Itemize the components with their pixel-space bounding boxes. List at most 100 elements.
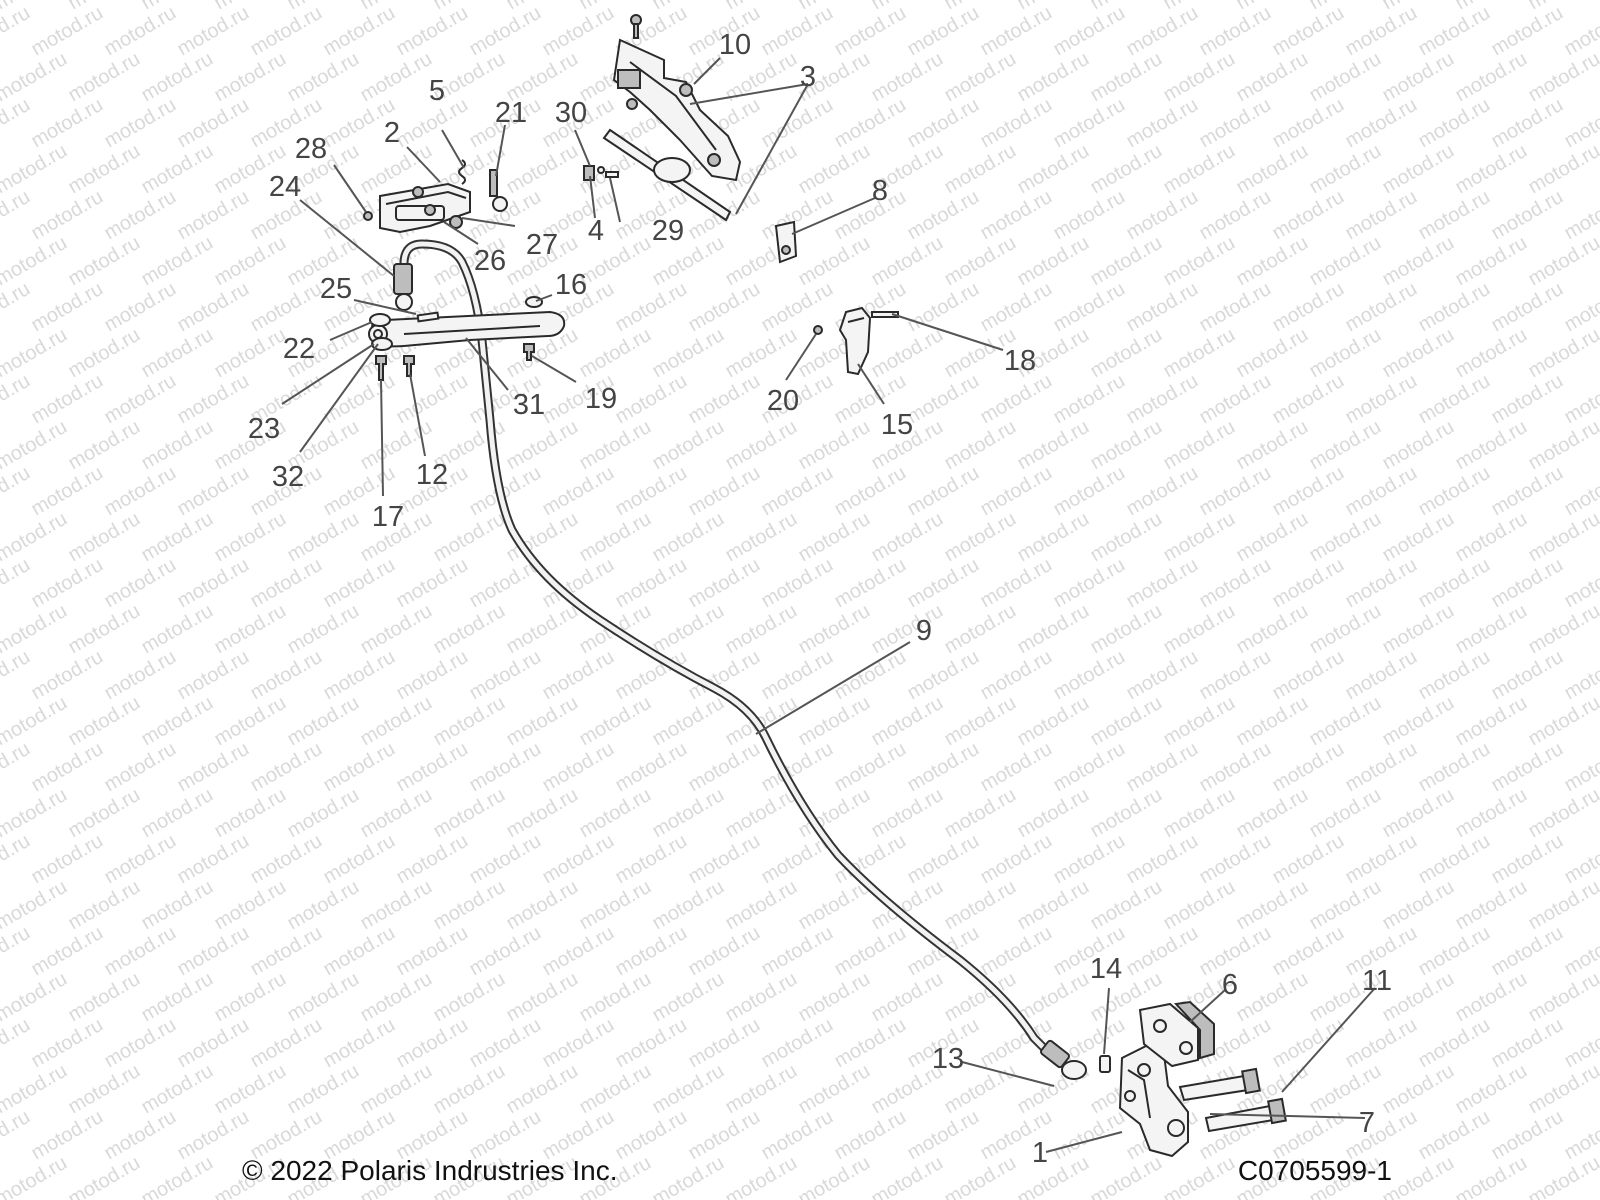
watermark-text: motod.ru — [101, 462, 180, 521]
watermark-text: motod.ru — [1525, 324, 1600, 383]
callout-20: 20 — [767, 385, 799, 417]
watermark-text: motod.ru — [430, 876, 509, 935]
watermark-text: motod.ru — [758, 1106, 837, 1165]
watermark-text: motod.ru — [977, 186, 1056, 245]
watermark-text: motod.ru — [138, 324, 217, 383]
watermark-text: motod.ru — [1415, 278, 1494, 337]
watermark-text: motod.ru — [539, 2, 618, 61]
watermark-text: motod.ru — [65, 600, 144, 659]
watermark-text: motod.ru — [539, 1014, 618, 1073]
watermark-text: motod.ru — [211, 876, 290, 935]
watermark-text: motod.ru — [174, 278, 253, 337]
watermark-text: motod.ru — [685, 922, 764, 981]
watermark-text: motod.ru — [393, 2, 472, 61]
watermark-text: motod.ru — [138, 600, 217, 659]
watermark-text: motod.ru — [977, 830, 1056, 889]
watermark-text: motod.ru — [1269, 830, 1348, 889]
watermark-text: motod.ru — [430, 1060, 509, 1119]
watermark-text: motod.ru — [393, 554, 472, 613]
watermark-text: motod.ru — [101, 738, 180, 797]
watermark-text: motod.ru — [1452, 324, 1531, 383]
part-2-lever-bracket — [363, 159, 508, 234]
watermark-text: motod.ru — [831, 186, 910, 245]
watermark-text: motod.ru — [1488, 462, 1567, 521]
diagram-code: C0705599-1 — [1238, 1155, 1392, 1186]
watermark-text: motod.ru — [1452, 968, 1531, 1027]
watermark-text: motod.ru — [65, 692, 144, 751]
watermark-text: motod.ru — [1342, 1014, 1421, 1073]
watermark-text: motod.ru — [722, 508, 801, 567]
watermark-text: motod.ru — [503, 140, 582, 199]
watermark-text: motod.ru — [1050, 278, 1129, 337]
watermark-text: motod.ru — [65, 508, 144, 567]
callout-21: 21 — [495, 97, 527, 129]
watermark-text: motod.ru — [1488, 278, 1567, 337]
watermark-text: motod.ru — [649, 968, 728, 1027]
callout-27: 27 — [526, 229, 558, 261]
watermark-text: motod.ru — [904, 370, 983, 429]
watermark-text: motod.ru — [941, 416, 1020, 475]
watermark-text: motod.ru — [284, 692, 363, 751]
watermark-text: motod.ru — [1342, 2, 1421, 61]
watermark-text: motod.ru — [138, 692, 217, 751]
watermark-text: motod.ru — [1525, 1060, 1600, 1119]
watermark-text: motod.ru — [28, 370, 107, 429]
watermark-text: motod.ru — [211, 968, 290, 1027]
watermark-text: motod.ru — [576, 784, 655, 843]
watermark-text: motod.ru — [904, 1106, 983, 1165]
watermark-text: motod.ru — [1525, 232, 1600, 291]
watermark-text: motod.ru — [393, 738, 472, 797]
watermark-text: motod.ru — [1160, 232, 1239, 291]
watermark-text: motod.ru — [1196, 738, 1275, 797]
watermark-text: motod.ru — [831, 1014, 910, 1073]
watermark-text: motod.ru — [393, 370, 472, 429]
callout-10: 10 — [719, 29, 751, 61]
watermark-text: motod.ru — [1160, 416, 1239, 475]
watermark-text: motod.ru — [101, 646, 180, 705]
watermark-text: motod.ru — [1306, 692, 1385, 751]
watermark-text: motod.ru — [831, 922, 910, 981]
watermark-text: motod.ru — [1306, 48, 1385, 107]
watermark-text: motod.ru — [1087, 1152, 1166, 1200]
watermark-text: motod.ru — [1123, 646, 1202, 705]
watermark-text: motod.ru — [174, 370, 253, 429]
watermark-text: motod.ru — [430, 508, 509, 567]
watermark-text: motod.ru — [1415, 370, 1494, 429]
watermark-text: motod.ru — [430, 784, 509, 843]
watermark-text: motod.ru — [1160, 140, 1239, 199]
watermark-text: motod.ru — [831, 646, 910, 705]
watermark-text: motod.ru — [977, 738, 1056, 797]
watermark-text: motod.ru — [320, 646, 399, 705]
watermark-text: motod.ru — [1014, 508, 1093, 567]
watermark-text: motod.ru — [1306, 232, 1385, 291]
watermark-text: motod.ru — [1087, 416, 1166, 475]
watermark-text: motod.ru — [1233, 968, 1312, 1027]
watermark-text: motod.ru — [101, 1014, 180, 1073]
watermark-text: motod.ru — [1488, 370, 1567, 429]
watermark-text: motod.ru — [1488, 2, 1567, 61]
watermark-text: motod.ru — [1233, 232, 1312, 291]
watermark-text: motod.ru — [503, 968, 582, 1027]
watermark-text: motod.ru — [320, 370, 399, 429]
watermark-text: motod.ru — [649, 876, 728, 935]
watermark-text: motod.ru — [868, 600, 947, 659]
watermark-text: motod.ru — [1452, 416, 1531, 475]
watermark-text: motod.ru — [1196, 2, 1275, 61]
watermark-text: motod.ru — [758, 922, 837, 981]
watermark-text: motod.ru — [1087, 692, 1166, 751]
watermark-text: motod.ru — [174, 738, 253, 797]
watermark-text: motod.ru — [1087, 876, 1166, 935]
watermark-text: motod.ru — [977, 922, 1056, 981]
watermark-text: motod.ru — [284, 876, 363, 935]
watermark-text: motod.ru — [1233, 692, 1312, 751]
callout-15: 15 — [881, 409, 913, 441]
watermark-text: motod.ru — [795, 692, 874, 751]
watermark-text: motod.ru — [466, 922, 545, 981]
watermark-text: motod.ru — [1415, 186, 1494, 245]
watermark-text: motod.ru — [211, 692, 290, 751]
watermark-text: motod.ru — [758, 554, 837, 613]
watermark-text: motod.ru — [941, 692, 1020, 751]
watermark-text: motod.ru — [795, 1060, 874, 1119]
watermark-text: motod.ru — [722, 324, 801, 383]
